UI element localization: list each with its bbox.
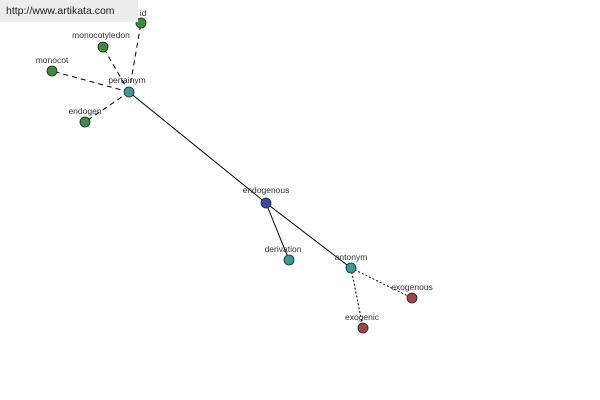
node-dot-antonym[interactable]: [345, 262, 357, 274]
node-dot-endogen[interactable]: [79, 116, 91, 128]
edges-layer: [51, 22, 413, 329]
node-label-derivation: derivation: [265, 244, 302, 254]
node-label-monocotyledon: monocotyledon: [72, 30, 130, 40]
node-dot-exogenous[interactable]: [406, 292, 418, 304]
node-label-endogen: endogen: [68, 106, 101, 116]
edge-endogenous-pertainym: [128, 91, 267, 204]
edge-pertainym-id: [128, 22, 142, 93]
watermark-text: http://www.artikata.com: [6, 5, 115, 17]
node-monocot[interactable]: monocot: [36, 55, 69, 77]
node-dot-derivation[interactable]: [283, 254, 295, 266]
edge-endogenous-antonym: [265, 202, 352, 269]
node-label-endogenous: endogenous: [243, 185, 290, 195]
node-dot-monocot[interactable]: [46, 65, 58, 77]
node-dot-pertainym[interactable]: [123, 86, 135, 98]
node-endogen[interactable]: endogen: [68, 106, 102, 128]
node-label-antonym: antonym: [335, 252, 368, 262]
node-label-exogenous: exogenous: [391, 282, 433, 292]
edge-pertainym-monocotyledon: [102, 46, 130, 93]
node-antonym[interactable]: antonym: [335, 252, 368, 274]
edge-pertainym-monocot: [51, 70, 130, 93]
node-label-pertainym: pertainym: [108, 75, 145, 85]
node-exogenous[interactable]: exogenous: [391, 282, 433, 304]
node-dot-endogenous[interactable]: [260, 197, 272, 209]
node-monocotyledon[interactable]: monocotyledon: [72, 30, 130, 53]
node-label-id: id: [140, 8, 147, 18]
edge-endogenous-derivation: [265, 202, 290, 261]
node-label-monocot: monocot: [36, 55, 69, 65]
node-exogenic[interactable]: exogenic: [345, 312, 380, 334]
node-derivation[interactable]: derivation: [265, 244, 302, 266]
node-dot-exogenic[interactable]: [357, 322, 369, 334]
watermark-banner: http://www.artikata.com: [0, 0, 138, 22]
nodes-layer: endogenous pertainym derivation antonym id mo…: [36, 8, 433, 334]
node-id[interactable]: id: [135, 8, 147, 29]
node-dot-id[interactable]: [135, 17, 147, 29]
edge-antonym-exogenous: [350, 267, 413, 299]
node-dot-monocotyledon[interactable]: [97, 41, 109, 53]
node-pertainym[interactable]: pertainym: [108, 75, 146, 98]
node-label-exogenic: exogenic: [345, 312, 380, 322]
node-endogenous[interactable]: endogenous: [243, 185, 290, 209]
